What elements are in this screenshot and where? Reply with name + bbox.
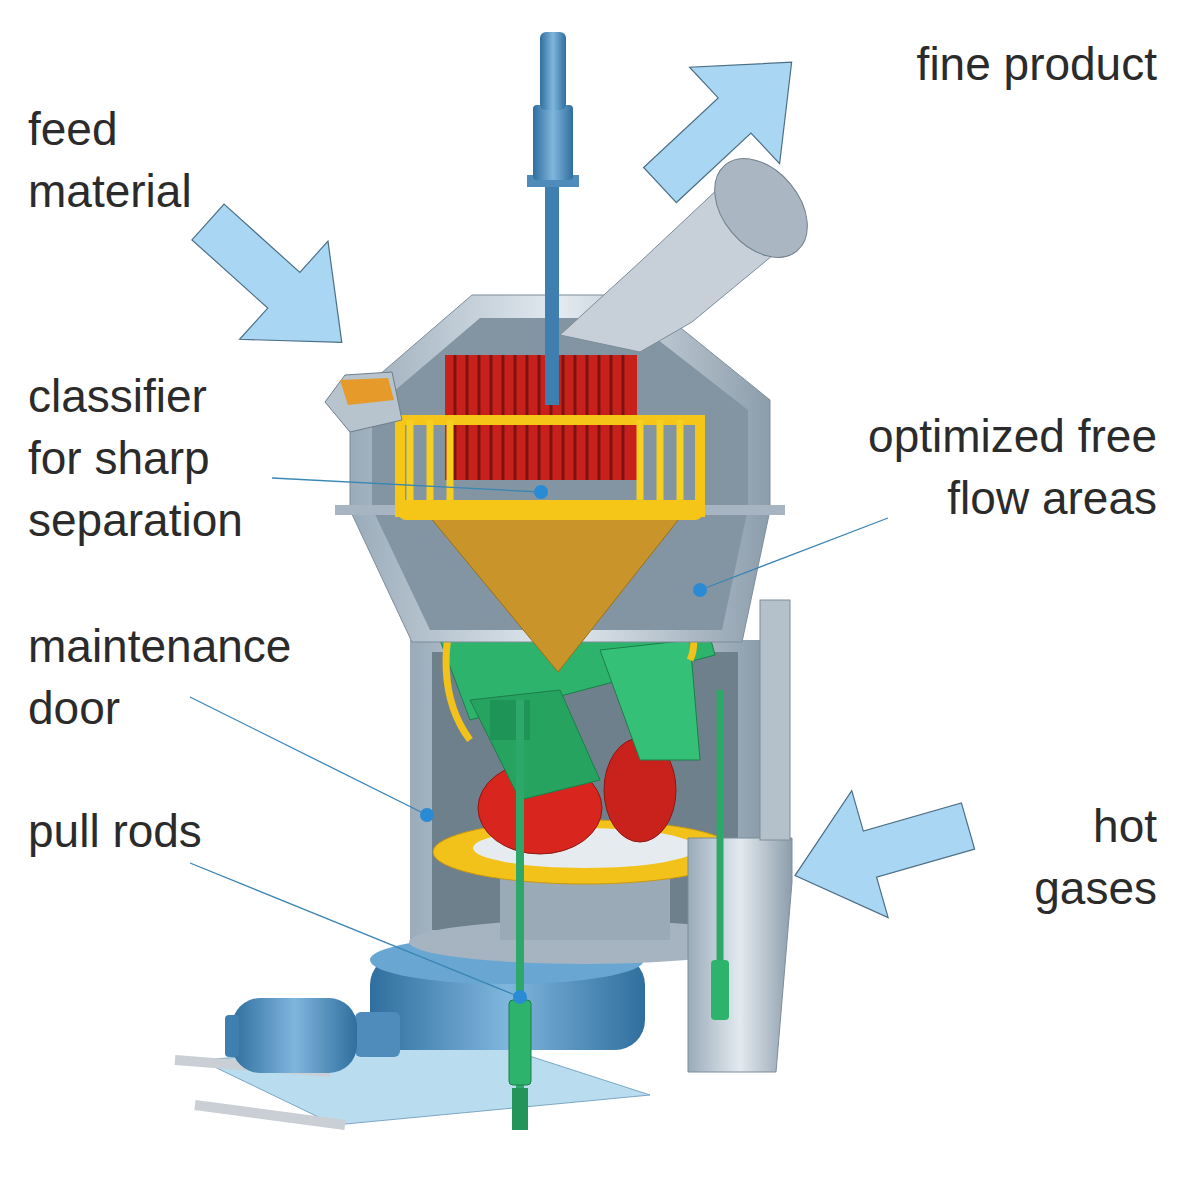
roller-bracket — [600, 640, 700, 760]
classifier-motor — [533, 105, 573, 180]
leader-line — [190, 697, 427, 815]
guide-vane-ring — [400, 420, 700, 512]
callout-label: optimized free flow areas — [837, 405, 1157, 529]
rail — [195, 1105, 345, 1125]
guide-vanes — [410, 420, 680, 512]
rod-anchor — [512, 1088, 528, 1130]
pull-rod — [717, 690, 724, 1000]
leader-dot — [513, 990, 527, 1004]
feed-arrow — [164, 173, 386, 392]
feed-opening — [340, 378, 394, 405]
classifier-motor — [540, 32, 566, 110]
callout-label: feed material — [28, 98, 258, 222]
reject-cone — [420, 505, 690, 672]
motor-end — [225, 1015, 239, 1057]
side-panel — [760, 600, 790, 840]
leader-dot — [693, 583, 707, 597]
drive-motor — [232, 998, 357, 1073]
vane-ring-base — [398, 500, 703, 520]
leader-dot — [420, 808, 434, 822]
hydraulic-cylinder — [711, 960, 729, 1020]
callout-label: pull rods — [28, 800, 328, 862]
product-arrow — [615, 14, 837, 233]
callout-label: maintenance door — [28, 615, 328, 739]
hydraulic-cylinder — [509, 1000, 531, 1085]
leader-line — [272, 478, 541, 492]
callout-label: classifier for sharp separation — [28, 365, 263, 551]
coupling — [355, 1012, 400, 1057]
leader-line — [190, 863, 520, 997]
roller-bracket — [470, 690, 600, 800]
feed-chute — [325, 372, 402, 432]
gas-arrow — [777, 763, 986, 940]
classifier-shaft — [545, 170, 559, 405]
hot-gas-duct — [688, 838, 792, 1072]
leader-dot — [534, 485, 548, 499]
callout-label: fine product — [700, 33, 1157, 95]
leader-line — [700, 518, 888, 590]
callout-label: hot gases — [1007, 795, 1157, 919]
